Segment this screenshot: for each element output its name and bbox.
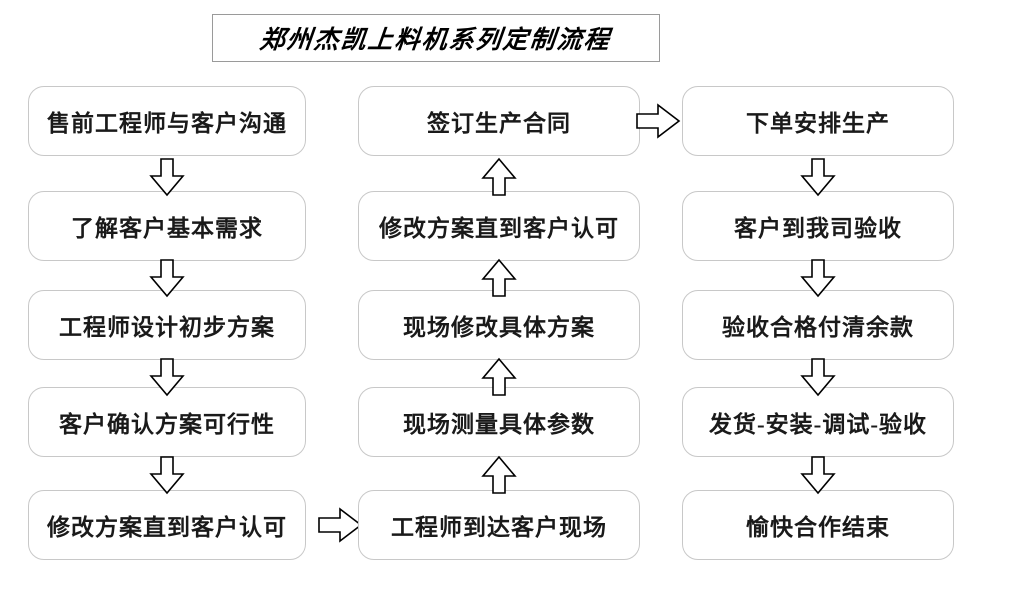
arrow-down-icon <box>800 158 836 197</box>
node-label: 工程师设计初步方案 <box>59 315 275 340</box>
node-sales-engineer-communication[interactable]: 售前工程师与客户沟通 <box>28 86 306 156</box>
node-label: 客户确认方案可行性 <box>59 412 275 437</box>
node-revise-until-approved-left[interactable]: 修改方案直到客户认可 <box>28 490 306 560</box>
node-label: 下单安排生产 <box>746 111 890 136</box>
node-customer-inspection-at-factory[interactable]: 客户到我司验收 <box>682 191 954 261</box>
arrow-down-icon <box>149 259 185 298</box>
arrow-down-icon <box>800 456 836 495</box>
arrow-down-icon <box>149 358 185 397</box>
node-pay-balance-after-acceptance[interactable]: 验收合格付清余款 <box>682 290 954 360</box>
node-onsite-revise-plan[interactable]: 现场修改具体方案 <box>358 290 640 360</box>
arrow-down-icon <box>800 259 836 298</box>
arrow-up-icon <box>481 258 517 297</box>
arrow-down-icon <box>149 456 185 495</box>
arrow-up-icon <box>481 157 517 196</box>
node-label: 售前工程师与客户沟通 <box>47 111 287 136</box>
node-understand-basic-needs[interactable]: 了解客户基本需求 <box>28 191 306 261</box>
node-label: 现场测量具体参数 <box>403 412 595 437</box>
chart-title-text: 郑州杰凯上料机系列定制流程 <box>258 27 613 54</box>
node-engineer-initial-design[interactable]: 工程师设计初步方案 <box>28 290 306 360</box>
node-label: 愉快合作结束 <box>746 515 890 540</box>
node-engineer-arrives-onsite[interactable]: 工程师到达客户现场 <box>358 490 640 560</box>
node-label: 修改方案直到客户认可 <box>47 515 287 540</box>
node-onsite-measure-parameters[interactable]: 现场测量具体参数 <box>358 387 640 457</box>
node-label: 了解客户基本需求 <box>71 216 263 241</box>
node-label: 签订生产合同 <box>427 111 571 136</box>
node-ship-install-debug-accept[interactable]: 发货-安装-调试-验收 <box>682 387 954 457</box>
arrow-down-icon <box>800 358 836 397</box>
chart-title-box: 郑州杰凯上料机系列定制流程 <box>212 14 660 62</box>
node-sign-production-contract[interactable]: 签订生产合同 <box>358 86 640 156</box>
node-label: 工程师到达客户现场 <box>391 515 607 540</box>
node-label: 客户到我司验收 <box>734 216 902 241</box>
node-label: 修改方案直到客户认可 <box>379 216 619 241</box>
node-label: 现场修改具体方案 <box>403 315 595 340</box>
arrow-up-icon <box>481 357 517 396</box>
node-revise-until-approved-middle[interactable]: 修改方案直到客户认可 <box>358 191 640 261</box>
arrow-up-icon <box>481 455 517 494</box>
arrow-down-icon <box>149 158 185 197</box>
node-label: 验收合格付清余款 <box>722 315 914 340</box>
arrow-right-icon <box>636 103 681 139</box>
node-label: 发货-安装-调试-验收 <box>709 412 927 437</box>
node-place-order-schedule-production[interactable]: 下单安排生产 <box>682 86 954 156</box>
arrow-right-icon <box>318 507 363 543</box>
node-cooperation-complete[interactable]: 愉快合作结束 <box>682 490 954 560</box>
node-customer-confirm-feasibility[interactable]: 客户确认方案可行性 <box>28 387 306 457</box>
